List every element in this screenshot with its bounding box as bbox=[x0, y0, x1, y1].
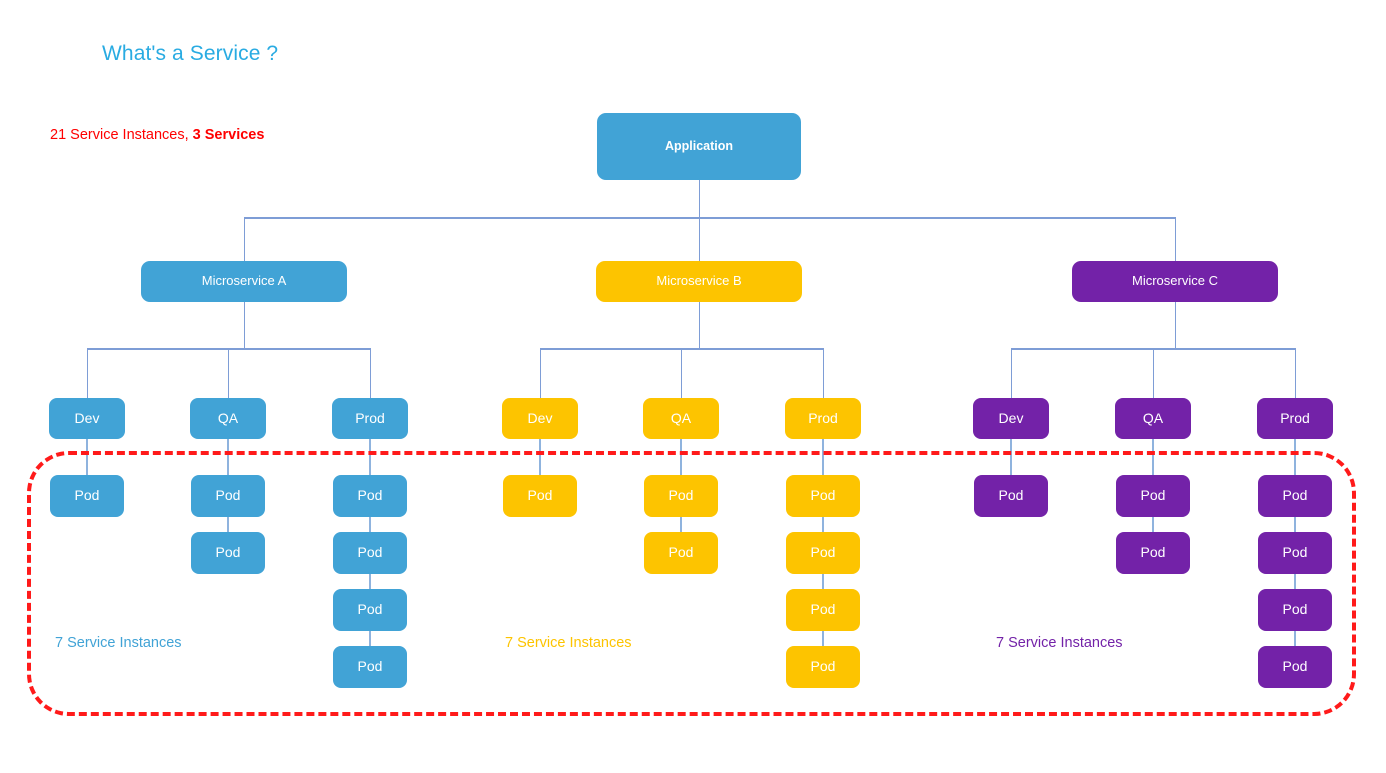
connector-env-a-2-drop bbox=[369, 348, 371, 398]
pod-node-b-prod-3[interactable]: Pod bbox=[786, 589, 860, 631]
connector-top-bus bbox=[244, 217, 1175, 219]
connector-ms-a-stem bbox=[243, 302, 245, 348]
total-services-caption: 21 Service Instances, 3 Services bbox=[50, 127, 264, 143]
group-instances-caption-b: 7 Service Instances bbox=[505, 635, 632, 651]
connector-pod-c-2-1 bbox=[1294, 517, 1296, 532]
connector-pod-a-1-0 bbox=[227, 439, 229, 475]
connector-ms-a-drop bbox=[243, 217, 245, 261]
connector-env-a-0-drop bbox=[86, 348, 88, 398]
connector-app-drop bbox=[698, 180, 700, 217]
connector-pod-c-0-0 bbox=[1010, 439, 1012, 475]
connector-ms-c-drop bbox=[1174, 217, 1176, 261]
pod-node-c-qa-2[interactable]: Pod bbox=[1116, 532, 1190, 574]
environment-node-c-prod[interactable]: Prod bbox=[1257, 398, 1333, 439]
connector-env-c-1-drop bbox=[1152, 348, 1154, 398]
pod-node-b-prod-4[interactable]: Pod bbox=[786, 646, 860, 688]
connector-env-a-1-drop bbox=[227, 348, 229, 398]
environment-node-b-prod[interactable]: Prod bbox=[785, 398, 861, 439]
pod-node-c-prod-3[interactable]: Pod bbox=[1258, 589, 1332, 631]
environment-node-c-qa[interactable]: QA bbox=[1115, 398, 1191, 439]
microservice-node-c[interactable]: Microservice C bbox=[1072, 261, 1278, 302]
connector-pod-c-1-0 bbox=[1152, 439, 1154, 475]
connector-pod-b-2-0 bbox=[822, 439, 824, 475]
pod-node-b-qa-1[interactable]: Pod bbox=[644, 475, 718, 517]
total-instances-text: 21 Service Instances, bbox=[50, 127, 193, 143]
application-node[interactable]: Application bbox=[597, 113, 801, 180]
connector-pod-c-2-3 bbox=[1294, 631, 1296, 646]
connector-pod-c-2-2 bbox=[1294, 574, 1296, 589]
connector-pod-a-2-1 bbox=[369, 517, 371, 532]
connector-pod-a-1-1 bbox=[227, 517, 229, 532]
pod-node-a-qa-2[interactable]: Pod bbox=[191, 532, 265, 574]
connector-pod-b-1-1 bbox=[680, 517, 682, 532]
pod-node-a-prod-3[interactable]: Pod bbox=[333, 589, 407, 631]
pod-node-b-prod-2[interactable]: Pod bbox=[786, 532, 860, 574]
environment-node-b-qa[interactable]: QA bbox=[643, 398, 719, 439]
connector-pod-a-2-0 bbox=[369, 439, 371, 475]
microservice-node-b[interactable]: Microservice B bbox=[596, 261, 802, 302]
connector-env-b-2-drop bbox=[822, 348, 824, 398]
connector-ms-b-stem bbox=[698, 302, 700, 348]
pod-node-b-prod-1[interactable]: Pod bbox=[786, 475, 860, 517]
connector-pod-b-2-3 bbox=[822, 631, 824, 646]
pod-node-a-dev-1[interactable]: Pod bbox=[50, 475, 124, 517]
group-instances-caption-c: 7 Service Instances bbox=[996, 635, 1123, 651]
environment-node-c-dev[interactable]: Dev bbox=[973, 398, 1049, 439]
group-instances-caption-a: 7 Service Instances bbox=[55, 635, 182, 651]
connector-env-b-0-drop bbox=[539, 348, 541, 398]
environment-node-a-prod[interactable]: Prod bbox=[332, 398, 408, 439]
connector-ms-c-stem bbox=[1174, 302, 1176, 348]
pod-node-a-prod-4[interactable]: Pod bbox=[333, 646, 407, 688]
connector-pod-b-0-0 bbox=[539, 439, 541, 475]
pod-node-c-qa-1[interactable]: Pod bbox=[1116, 475, 1190, 517]
connector-env-c-2-drop bbox=[1294, 348, 1296, 398]
connector-pod-c-2-0 bbox=[1294, 439, 1296, 475]
connector-env-b-1-drop bbox=[680, 348, 682, 398]
connector-pod-b-2-1 bbox=[822, 517, 824, 532]
pod-node-c-dev-1[interactable]: Pod bbox=[974, 475, 1048, 517]
connector-pod-a-2-2 bbox=[369, 574, 371, 589]
connector-ms-b-drop bbox=[698, 217, 700, 261]
pod-node-c-prod-4[interactable]: Pod bbox=[1258, 646, 1332, 688]
connector-pod-b-1-0 bbox=[680, 439, 682, 475]
pod-node-a-prod-2[interactable]: Pod bbox=[333, 532, 407, 574]
microservice-node-a[interactable]: Microservice A bbox=[141, 261, 347, 302]
environment-node-a-qa[interactable]: QA bbox=[190, 398, 266, 439]
connector-pod-c-1-1 bbox=[1152, 517, 1154, 532]
pod-node-b-qa-2[interactable]: Pod bbox=[644, 532, 718, 574]
pod-node-a-prod-1[interactable]: Pod bbox=[333, 475, 407, 517]
page-title: What's a Service ? bbox=[102, 42, 279, 65]
environment-node-b-dev[interactable]: Dev bbox=[502, 398, 578, 439]
pod-node-c-prod-1[interactable]: Pod bbox=[1258, 475, 1332, 517]
connector-pod-a-0-0 bbox=[86, 439, 88, 475]
pod-node-a-qa-1[interactable]: Pod bbox=[191, 475, 265, 517]
total-services-text: 3 Services bbox=[192, 127, 265, 143]
pod-node-c-prod-2[interactable]: Pod bbox=[1258, 532, 1332, 574]
connector-pod-b-2-2 bbox=[822, 574, 824, 589]
environment-node-a-dev[interactable]: Dev bbox=[49, 398, 125, 439]
connector-env-c-0-drop bbox=[1010, 348, 1012, 398]
pod-node-b-dev-1[interactable]: Pod bbox=[503, 475, 577, 517]
connector-pod-a-2-3 bbox=[369, 631, 371, 646]
